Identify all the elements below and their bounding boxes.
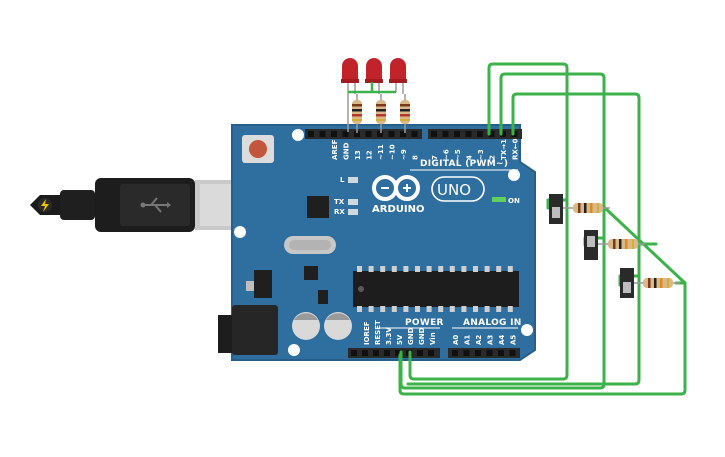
capacitor-2 [324, 312, 352, 340]
analog-pin-label: A1 [464, 335, 472, 345]
top-pin-label: GND [343, 142, 351, 160]
analog-pin-label: A0 [452, 335, 460, 345]
svg-text:ANALOG IN: ANALOG IN [463, 318, 522, 328]
svg-text:UNO: UNO [437, 181, 471, 199]
wire-pin0[interactable] [406, 92, 641, 386]
top-pin-label: 4 [466, 155, 474, 160]
brand-text: ARDUINO [372, 204, 424, 215]
crystal [284, 236, 336, 254]
capacitor-1 [292, 312, 320, 340]
power-pin-label: RESET [374, 320, 382, 345]
analog-pin-label: A5 [510, 335, 518, 345]
top-pin-label: RX←0 [512, 138, 520, 160]
led-group[interactable] [341, 58, 410, 133]
analog-pin-label: A4 [498, 335, 506, 345]
led-2[interactable] [365, 58, 383, 94]
svg-text:TX: TX [334, 198, 345, 206]
slide-switch-2[interactable] [584, 230, 598, 260]
top-pin-label: 13 [354, 150, 362, 160]
switch-resistor-1[interactable] [563, 203, 610, 213]
reset-button[interactable] [242, 135, 274, 163]
indicator-leds: L TX RX ON [334, 176, 520, 216]
power-pin-label: 3.3V [385, 327, 393, 345]
digital-label: DIGITAL (PWM~) [420, 159, 508, 169]
analog-pin-label: A2 [475, 335, 483, 345]
top-pin-label: 8 [412, 155, 420, 160]
power-jack[interactable] [218, 305, 278, 355]
top-pin-label: ~5 [454, 149, 462, 160]
atmega-chip [353, 266, 519, 312]
led-resistor-2[interactable] [376, 94, 386, 133]
slide-switch-1[interactable] [549, 194, 563, 224]
lightning-icon [38, 198, 52, 212]
power-pin-label: IOREF [363, 321, 371, 345]
analog-pin-label: A3 [487, 335, 495, 345]
top-pin-label: 2 [489, 155, 497, 160]
led-1[interactable] [341, 58, 359, 132]
top-pin-label: ~10 [389, 144, 397, 160]
svg-text:ON: ON [508, 197, 520, 205]
slide-switch-3[interactable] [620, 268, 634, 298]
svg-text:POWER: POWER [405, 318, 444, 328]
led-3[interactable] [389, 58, 407, 94]
led-resistor-1[interactable] [352, 94, 362, 133]
top-pin-label: ~9 [400, 149, 408, 160]
switch-resistor-3[interactable] [634, 278, 680, 288]
top-pin-label: 12 [366, 150, 374, 160]
power-pin-label: Vin [429, 332, 437, 345]
wire-gnd-rail[interactable] [398, 206, 687, 396]
power-pin-label: 5V [396, 334, 404, 345]
voltage-regulator [246, 270, 272, 298]
usb-icon [140, 197, 171, 213]
power-pin-label: GND [418, 327, 426, 345]
wires[interactable] [398, 62, 687, 396]
top-pin-label: TX→1 [500, 139, 508, 160]
arduino-logo: ARDUINO [372, 175, 424, 215]
top-pin-label: ~6 [443, 149, 451, 160]
switch-resistor-2[interactable] [598, 239, 645, 249]
power-pin-label: GND [407, 327, 415, 345]
top-pin-label: 7 [431, 155, 439, 160]
top-pin-label: AREF [331, 139, 339, 160]
svg-text:RX: RX [334, 208, 345, 216]
usb-cable[interactable] [30, 178, 240, 232]
wire-pin2[interactable] [408, 62, 569, 381]
top-pin-label: ~11 [377, 144, 385, 160]
wire-pin1[interactable] [399, 72, 606, 390]
svg-text:L: L [340, 176, 345, 184]
uno-badge: UNO [431, 176, 485, 202]
top-pin-label: ~3 [477, 149, 485, 160]
led-resistor-3[interactable] [400, 94, 410, 133]
